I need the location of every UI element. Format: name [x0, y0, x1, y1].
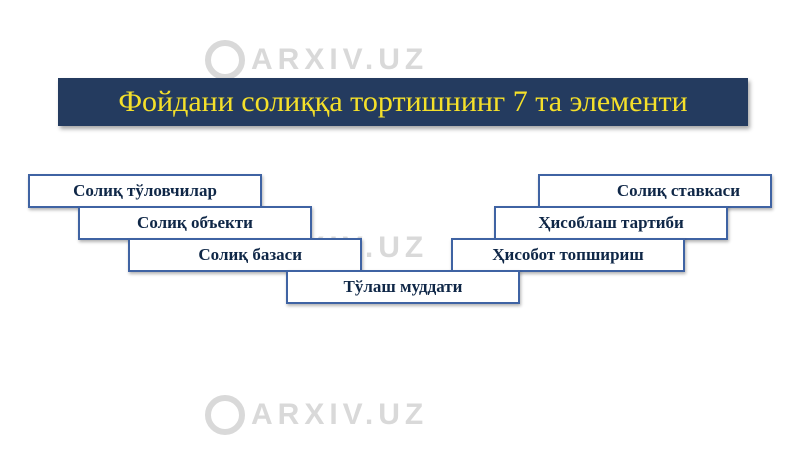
element-label: Солиқ ставкаси [616, 181, 740, 200]
diagram-title: Фойдани солиққа тортишнинг 7 та элементи [118, 85, 688, 118]
watermark-text: ARXIV.UZ [251, 398, 429, 431]
element-label: Солиқ объекти [137, 213, 253, 232]
title-banner: Фойдани солиққа тортишнинг 7 та элементи [58, 78, 748, 126]
element-box-reporting: Ҳисобот топшириш [451, 238, 685, 272]
element-box-tax-base: Солиқ базаси [128, 238, 362, 272]
element-box-tax-object: Солиқ объекти [78, 206, 312, 240]
element-box-payment-term: Тўлаш муддати [286, 270, 520, 304]
watermark: ARXIV.UZ [205, 395, 428, 435]
watermark-ring-icon [205, 395, 245, 435]
element-box-tax-rate: Солиқ ставкаси [538, 174, 772, 208]
element-label: Ҳисобот топшириш [492, 245, 644, 264]
element-label: Солиқ тўловчилар [73, 181, 217, 200]
watermark-ring-icon [205, 40, 245, 80]
element-label: Ҳисоблаш тартиби [538, 213, 684, 232]
element-label: Солиқ базаси [198, 245, 302, 264]
element-box-taxpayers: Солиқ тўловчилар [28, 174, 262, 208]
watermark: ARXIV.UZ [205, 40, 428, 80]
element-box-calculation-order: Ҳисоблаш тартиби [494, 206, 728, 240]
element-label: Тўлаш муддати [343, 277, 463, 296]
watermark-text: ARXIV.UZ [251, 43, 429, 76]
